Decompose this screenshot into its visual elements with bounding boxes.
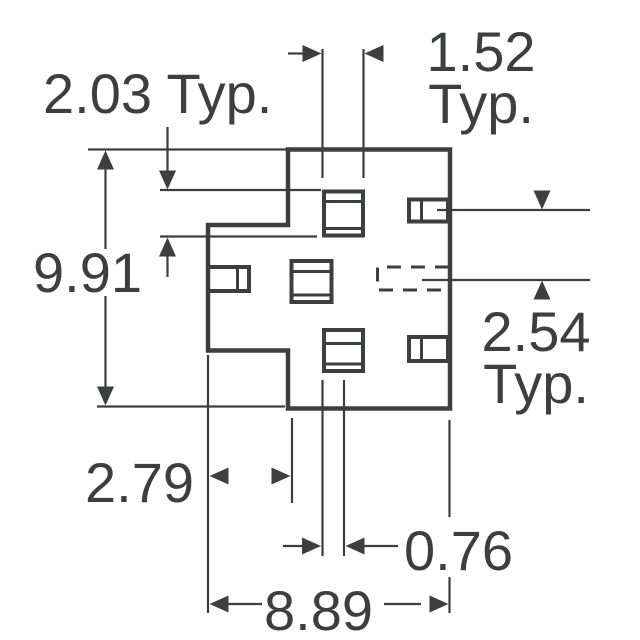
arrowhead-down <box>159 170 176 190</box>
dimension-label-2.03-typ: 2.03 Typ. <box>43 62 273 125</box>
pad-right-lower <box>407 335 450 363</box>
dimension-label-8.89: 8.89 <box>264 579 373 640</box>
dimension-label-9.91: 9.91 <box>33 241 142 304</box>
dimension-qualifier: Typ. <box>428 72 534 135</box>
dimension-label-1.52-typ: 1.52 Typ. <box>419 20 543 135</box>
dimension-2.54-lines <box>422 190 590 300</box>
arrowhead-left <box>209 595 229 613</box>
pad-center <box>289 259 334 304</box>
arrowhead-left <box>364 45 384 62</box>
arrowhead-right <box>302 45 322 62</box>
dimension-0.76-lines <box>283 380 398 556</box>
dimension-8.89-lines <box>209 420 451 613</box>
dimension-label-2.54-typ: 2.54 Typ. <box>474 300 598 415</box>
dimension-2.79-lines <box>206 355 294 613</box>
arrowhead-up <box>159 237 176 257</box>
dimension-label-0.76: 0.76 <box>404 519 513 582</box>
arrowhead-up <box>97 150 114 170</box>
pad-top <box>322 189 365 238</box>
arrowhead-left <box>209 467 229 485</box>
dimension-value: 2.54 <box>481 300 591 363</box>
pad-bottom <box>322 328 365 373</box>
dimension-value: 1.52 <box>426 20 536 83</box>
dimension-9.91-lines <box>88 148 287 408</box>
dimension-label-2.79: 2.79 <box>85 451 194 514</box>
component-outline <box>205 147 453 411</box>
arrowhead-up <box>533 280 551 300</box>
pad-left <box>206 265 251 293</box>
dimension-1.52-lines <box>288 45 384 178</box>
arrowhead-down <box>97 386 114 406</box>
dimension-qualifier: Typ. <box>483 352 589 415</box>
arrowhead-down <box>533 190 551 210</box>
arrowhead-right <box>302 537 321 555</box>
arrowhead-right <box>429 595 449 613</box>
arrowhead-right <box>271 467 291 485</box>
pad-hidden-dashed <box>376 265 449 292</box>
arrowhead-left <box>345 537 365 555</box>
